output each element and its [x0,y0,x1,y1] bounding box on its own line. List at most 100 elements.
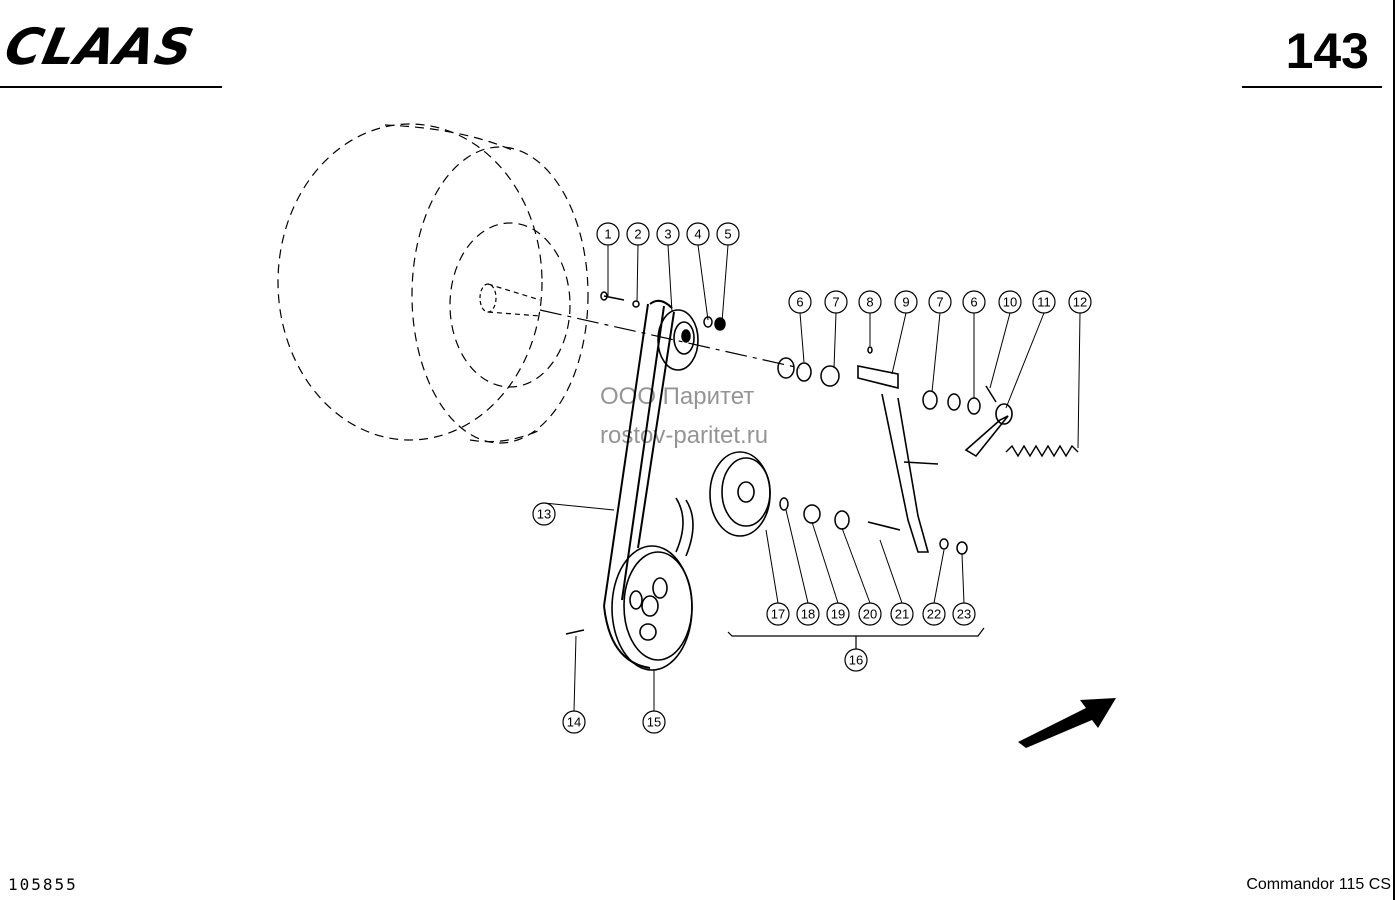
large-pulley [611,545,693,671]
callout-circle [626,222,650,246]
callout-label: 23 [957,607,971,622]
callout-label: 9 [902,295,909,310]
callout-7: 7 [824,290,848,314]
small-parts [565,291,997,635]
callout-label: 2 [634,227,641,242]
leader-line-9 [891,312,907,375]
figure-number: 105855 [8,875,78,894]
callout-circle [532,502,556,526]
callout-circle [922,602,946,626]
callout-circle [928,290,952,314]
callout-circle [656,222,680,246]
leader-line-12 [1077,312,1081,449]
callout-10: 10 [998,290,1022,314]
spring-arm [964,403,1013,458]
callout-label: 5 [724,227,731,242]
callout-label: 6 [970,295,977,310]
leader-line-5 [721,244,729,323]
leader-line-6 [799,312,805,363]
callout-circle [826,602,850,626]
callout-circle [844,648,868,672]
callout-label: 18 [801,607,815,622]
leader-line-23 [961,553,965,604]
callout-label: 15 [647,715,661,730]
leader-line-7 [833,312,837,369]
leader-line-7 [931,312,941,393]
callout-circle [686,222,710,246]
callout-circle [796,602,820,626]
callout-label: 11 [1037,295,1051,310]
callout-1: 1 [596,222,620,246]
callout-2: 2 [626,222,650,246]
callout-circle [962,290,986,314]
group-bracket-16 [727,627,985,648]
callout-17: 17 [766,602,790,626]
callout-label: 3 [664,227,671,242]
callout-circle [716,222,740,246]
callout-circle [894,290,918,314]
callout-14: 14 [562,710,586,734]
right-border [1393,0,1395,900]
callout-circle [858,290,882,314]
callout-circle [952,602,976,626]
callout-label: 4 [694,227,701,242]
leader-line-17 [765,529,779,604]
callout-11: 11 [1032,290,1056,314]
header-rule-right [1242,86,1382,88]
leader-line-11 [1005,312,1045,409]
direction-arrow-icon [1018,698,1116,748]
callout-22: 22 [922,602,946,626]
callout-5: 5 [716,222,740,246]
upper-pulley [657,309,699,371]
callout-3: 3 [656,222,680,246]
callout-9: 9 [894,290,918,314]
leader-line-3 [667,244,673,313]
page-number: 143 [1285,23,1369,79]
callout-23: 23 [952,602,976,626]
callout-label: 1 [604,227,611,242]
callout-circle [788,290,812,314]
callout-label: 13 [537,507,551,522]
callout-13: 13 [532,502,556,526]
callout-circle [1068,290,1092,314]
leader-lines [543,244,1081,712]
callout-label: 6 [796,295,803,310]
callout-label: 21 [895,607,909,622]
tension-spring [1005,444,1079,458]
callout-label: 8 [866,295,873,310]
callout-15: 15 [642,710,666,734]
callout-circle [766,602,790,626]
callout-label: 20 [863,607,877,622]
leader-line-2 [636,244,639,303]
leader-line-18 [785,509,809,604]
leader-line-10 [989,312,1011,389]
leader-line-19 [811,521,839,604]
callout-6: 6 [788,290,812,314]
tension-pulley [709,451,771,537]
callout-label: 19 [831,607,845,622]
callout-circle [1032,290,1056,314]
callout-circle [824,290,848,314]
callout-label: 10 [1003,295,1017,310]
second-belt [675,497,694,557]
callout-label: 7 [936,295,943,310]
callout-circle [858,602,882,626]
leader-line-22 [933,549,945,604]
header-rule-left [0,86,222,88]
callout-8: 8 [858,290,882,314]
callout-circle [642,710,666,734]
callout-label: 12 [1073,295,1087,310]
drive-belt [603,299,675,669]
watermark-website: rostov-paritet.ru [600,422,769,449]
leader-line-20 [841,527,871,604]
callout-label: 16 [849,653,863,668]
callout-16: 16 [844,648,868,672]
callout-7: 7 [928,290,952,314]
callout-4: 4 [686,222,710,246]
callout-circle [596,222,620,246]
callout-circle [998,290,1022,314]
callout-18: 18 [796,602,820,626]
callout-label: 14 [567,715,581,730]
